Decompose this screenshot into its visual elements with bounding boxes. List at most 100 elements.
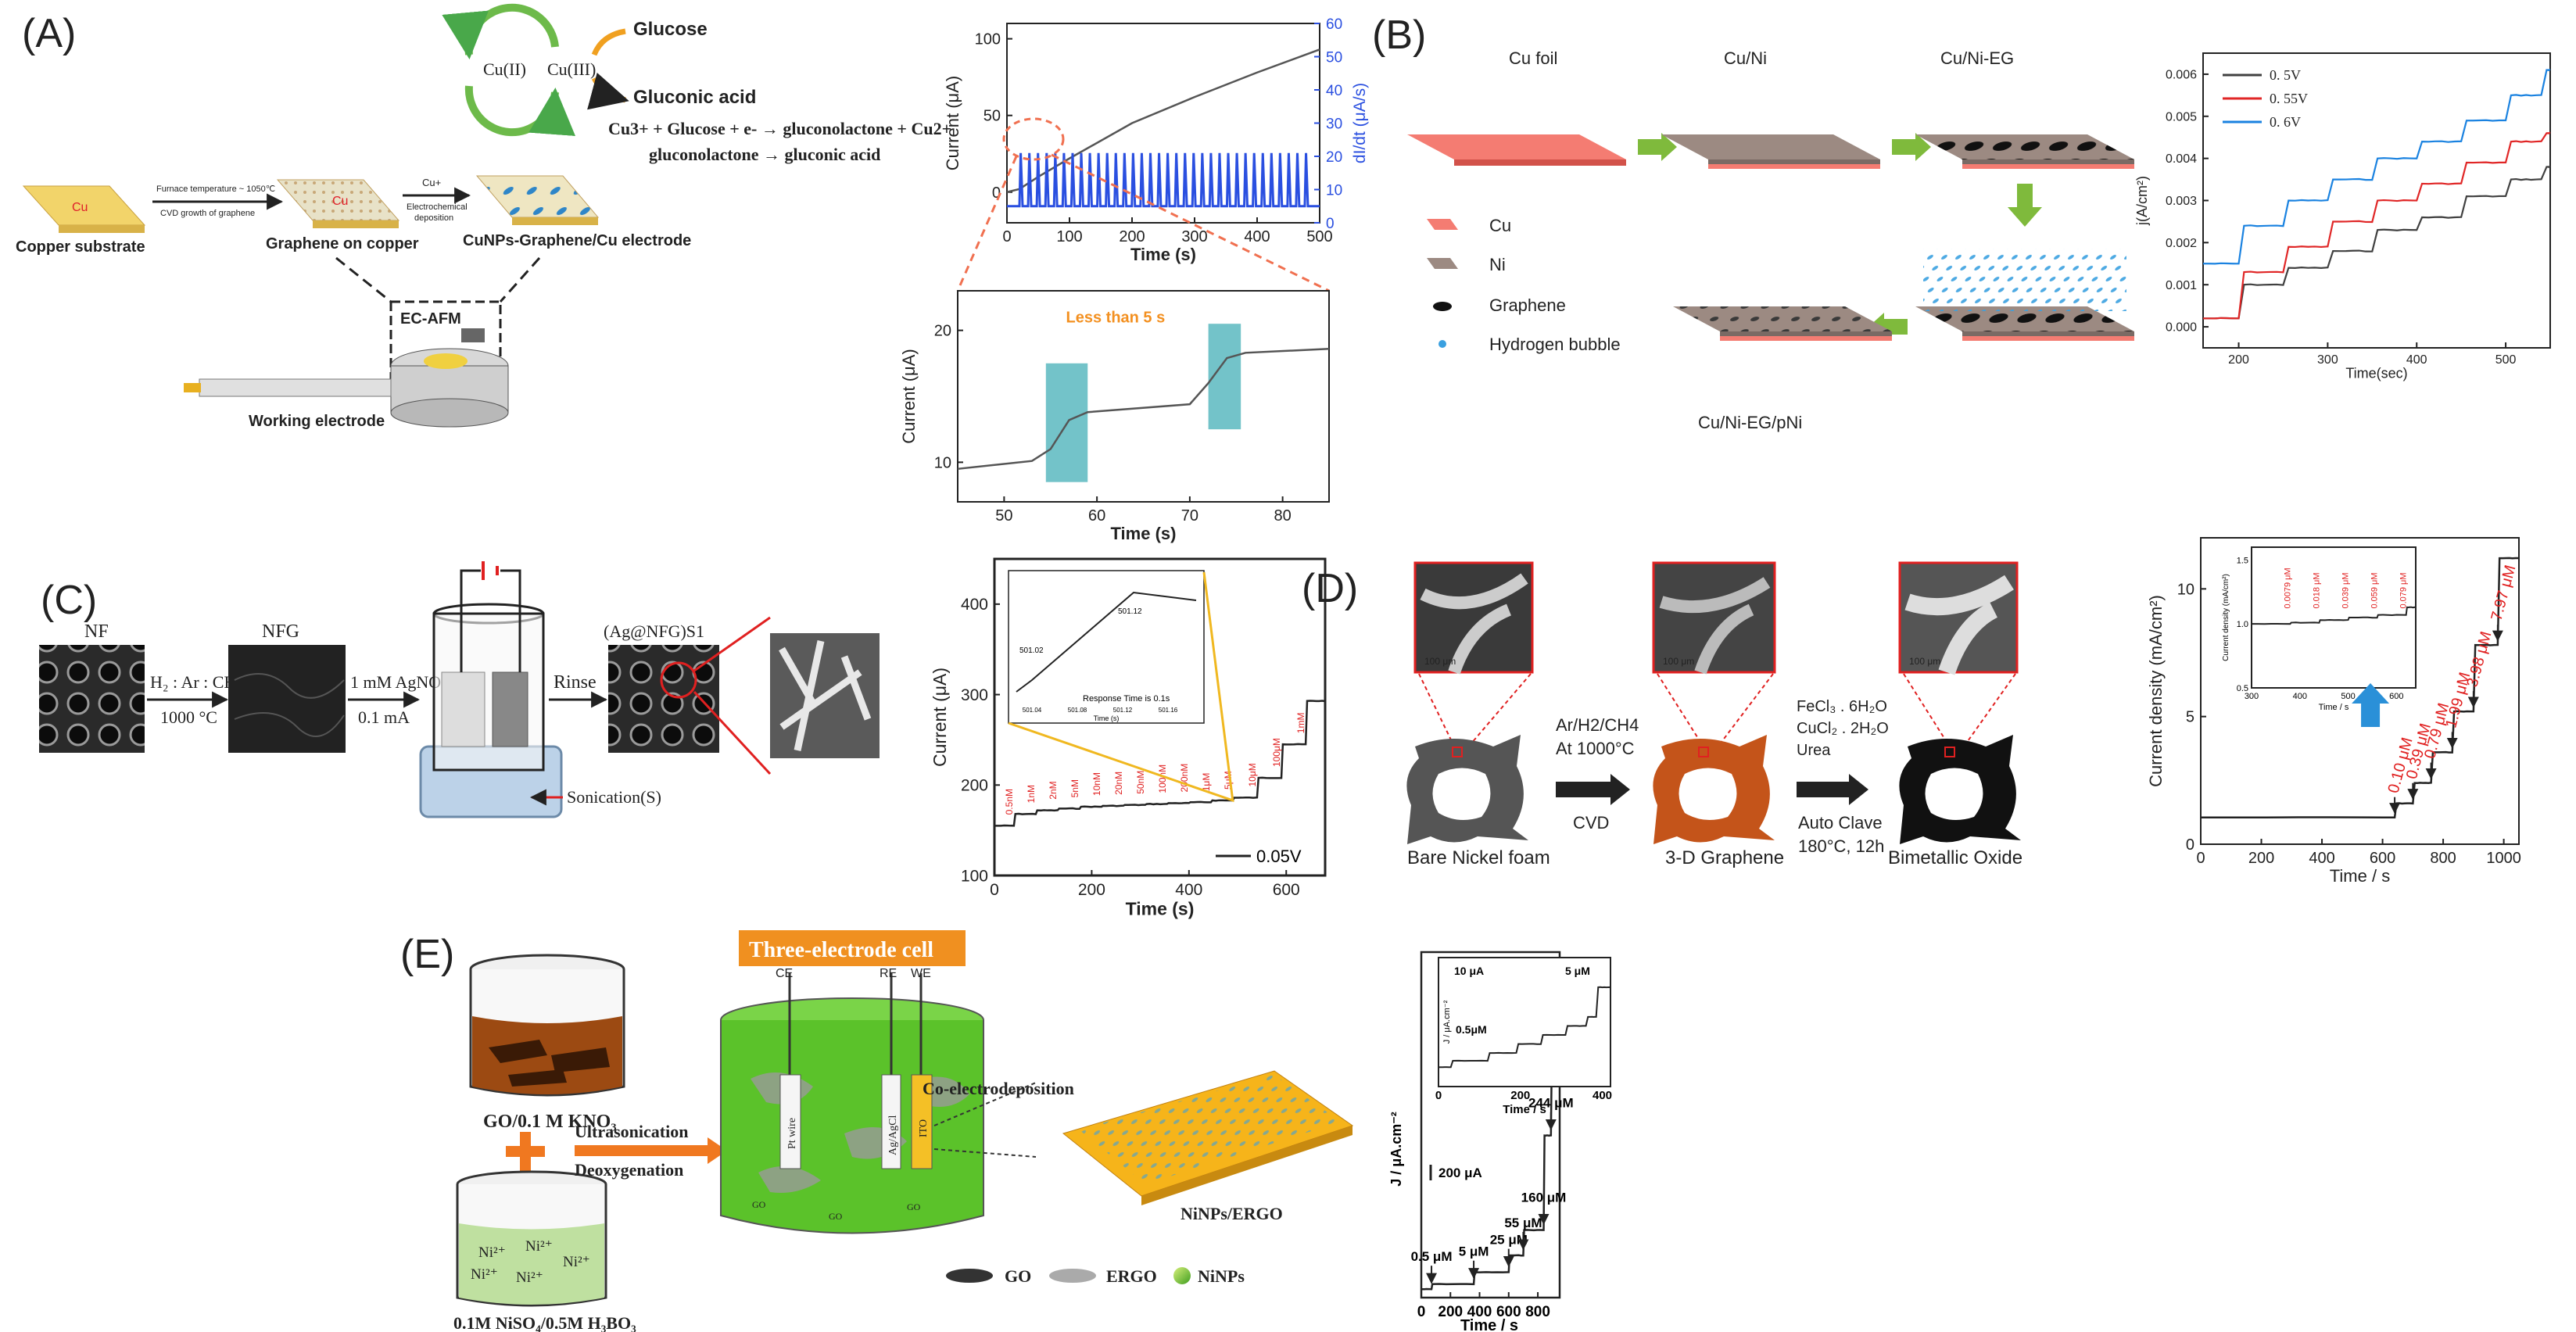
ce-label: CE — [776, 967, 793, 980]
oxide-frame — [1899, 735, 2021, 844]
cu-ii-label: Cu(II) — [483, 59, 526, 79]
cu-ni-eg-label: Cu/Ni-EG — [1940, 48, 2014, 68]
inset-start: 0.5μM — [1456, 1023, 1487, 1036]
cu-foil-label: Cu foil — [1509, 48, 1557, 68]
x-tick-label: 800 — [2430, 850, 2456, 867]
cunps-label: CuNPs-Graphene/Cu electrode — [463, 232, 691, 249]
step-label: 55 μM — [1504, 1216, 1542, 1230]
step-label: 1μM — [1201, 773, 1212, 792]
scale-2: 100 μm — [1663, 656, 1694, 667]
legend-bubble-swatch — [1438, 340, 1446, 348]
panel-b: (B) Cu foil Cu/Ni Cu/Ni-EG Cu/Ni-EG/pNi … — [1372, 13, 2134, 432]
panel-a: (A) Cu(II) Cu(III) Glucose Gluconic acid… — [16, 3, 951, 430]
ni-2: Ni²⁺ — [525, 1238, 553, 1255]
y-axis-label: J / μA.cm⁻² — [1388, 1112, 1404, 1187]
inset-line — [2251, 606, 2417, 625]
inset-note: Response Time is 0.1s — [1083, 694, 1170, 704]
step-label: 160 μM — [1521, 1191, 1567, 1205]
cycle-arrow-bottom — [464, 85, 575, 137]
x-tick-label: 0 — [1002, 228, 1011, 245]
x-tick-label: 70 — [1181, 507, 1198, 525]
ito-label: ITO — [918, 1119, 930, 1137]
cunps-electrode-shape — [475, 175, 600, 218]
series-line — [2202, 165, 2551, 320]
x-axis-label: Time / s — [1460, 1317, 1518, 1332]
x-axis-label: Time (s) — [1130, 245, 1196, 264]
reag-2: CuCl₂ . 2H₂O — [1797, 720, 1889, 737]
electrode-connector — [184, 383, 201, 392]
deposition-label: deposition — [414, 213, 453, 223]
ito-plate-edge — [1141, 1126, 1352, 1205]
y-tick-label: 0 — [2186, 836, 2194, 854]
x-tick-label: 400 — [1467, 1304, 1492, 1320]
y-axis-label: Current (μA) — [943, 76, 962, 170]
step-label: 25 μM — [1490, 1233, 1528, 1248]
niso4-label: 0.1M NiSO₄/0.5M H₃BO₃ — [453, 1313, 636, 1332]
y-tick-label: 400 — [961, 596, 988, 614]
scale-3: 100 μm — [1909, 656, 1940, 667]
glucose-arrow — [591, 28, 626, 56]
copper-substrate-edge — [59, 225, 145, 233]
panel-label-d: (D) — [1302, 566, 1358, 611]
y2-tick-label: 50 — [1326, 50, 1342, 66]
step-label: 1nM — [1026, 785, 1037, 803]
step-label: 5nM — [1069, 779, 1080, 797]
legend-bubble: Hydrogen bubble — [1489, 335, 1621, 354]
inset-frame — [2251, 546, 2417, 689]
cu-foil-sheet — [1407, 134, 1626, 159]
equation-2: gluconolactone → gluconic acid — [649, 145, 880, 164]
panel-label-a: (A) — [22, 11, 76, 56]
y2-tick-label: 10 — [1326, 183, 1342, 199]
y-tick-label: 10 — [934, 454, 951, 471]
circuit-wire — [460, 569, 521, 672]
sem-nickel-texture — [1420, 573, 1528, 675]
x-tick-label: 200 — [1438, 1304, 1463, 1320]
legend-label: 0. 55V — [2270, 91, 2308, 106]
go-small-2: GO — [829, 1211, 843, 1222]
x-tick-label: 400 — [1244, 228, 1270, 245]
step-label: 244 μM — [1528, 1096, 1574, 1111]
legend-cu-swatch — [1427, 219, 1458, 230]
auto-1: Auto Clave — [1798, 813, 1883, 832]
ni-3: Ni²⁺ — [563, 1254, 590, 1270]
inset-label: 0.059 μM — [2370, 572, 2380, 608]
zoom-link-left — [956, 156, 1018, 292]
inset-line — [957, 348, 1330, 471]
go-small-1: GO — [752, 1199, 766, 1210]
x-axis-label: Time / s — [2330, 866, 2390, 886]
bubble-edge — [1962, 331, 2134, 336]
re-label: RE — [880, 967, 897, 980]
inset-x-tick: 501.12 — [1113, 707, 1133, 714]
bubble-graphene — [1915, 306, 2134, 331]
x-tick-label: 500 — [1306, 228, 1332, 245]
cu-plus-label: Cu+ — [422, 177, 441, 188]
amperometry-line — [994, 700, 1326, 827]
x-tick-label: 400 — [2309, 850, 2334, 867]
inset-label: 0.079 μM — [2399, 572, 2409, 608]
sem-graphene-texture — [1659, 577, 1771, 675]
legend-go-swatch — [946, 1269, 993, 1283]
legend-ninps: NiNPs — [1198, 1266, 1245, 1286]
process-arrow-bar — [575, 1145, 708, 1156]
plot-frame — [2200, 537, 2520, 845]
series-line — [2202, 68, 2551, 265]
y2-tick-label: 40 — [1326, 83, 1342, 99]
temp-label: 1000 °C — [160, 707, 217, 727]
gluconic-arrow — [587, 72, 629, 110]
dashed-link-right — [499, 257, 541, 303]
step-label: 20nM — [1113, 772, 1124, 795]
inset-label: 0.018 μM — [2312, 572, 2321, 608]
deoxy-label: Deoxygenation — [575, 1160, 683, 1180]
current-label: 0.1 mA — [358, 707, 410, 727]
ni-5: Ni²⁺ — [516, 1269, 543, 1286]
step-label: 100nM — [1157, 764, 1168, 793]
plot-frame — [993, 557, 1327, 877]
x-tick-label: 600 — [1273, 881, 1300, 899]
inset-x-tick: 600 — [2389, 692, 2403, 701]
legend-cu: Cu — [1489, 216, 1511, 235]
cunps-electrode-edge — [512, 217, 598, 225]
plot-frame — [957, 290, 1330, 503]
graphene-copper-edge — [313, 220, 399, 228]
y2-tick-label: 20 — [1326, 149, 1342, 166]
furnace-label: Furnace temperature ~ 1050℃ — [156, 184, 275, 194]
